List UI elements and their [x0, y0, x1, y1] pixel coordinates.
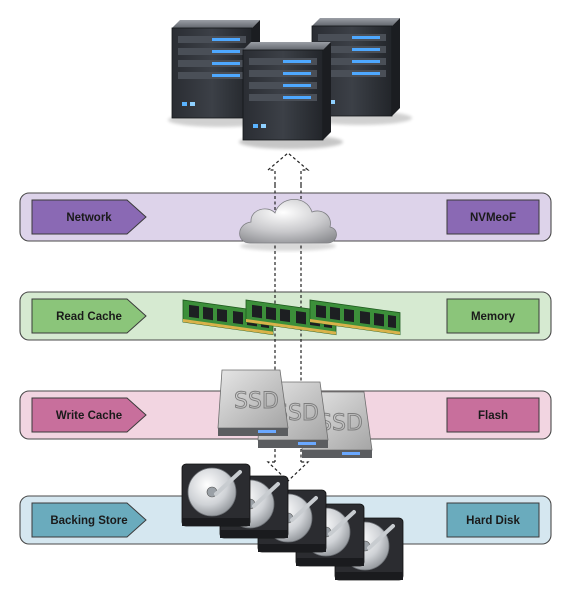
layer-left-label: Network — [66, 212, 112, 224]
layer-right-tag — [446, 397, 540, 433]
layer-right-label: Memory — [471, 311, 516, 323]
memory-module-group — [182, 299, 401, 336]
layer-left-tag — [31, 199, 147, 235]
memory-module-icon — [309, 299, 401, 336]
layer-left-label: Backing Store — [50, 515, 127, 527]
hard-disk-icon — [181, 463, 251, 527]
ssd-icon: SSD — [217, 369, 289, 436]
layer-right-tag — [446, 298, 540, 334]
layer-left-tag — [31, 298, 147, 334]
layer-right-label: Hard Disk — [466, 515, 520, 527]
layer-left-label: Read Cache — [56, 311, 122, 323]
layer-left-tag — [31, 502, 147, 538]
server-icon-group — [168, 18, 412, 149]
hard-disk-group — [181, 463, 404, 581]
layer-right-tag — [446, 199, 540, 235]
layer-right-tag — [446, 502, 540, 538]
layer-left-tag — [31, 397, 147, 433]
server-icon — [239, 42, 343, 149]
cloud-icon — [239, 198, 337, 251]
layer-left-label: Write Cache — [56, 410, 122, 422]
layer-right-label: Flash — [478, 410, 508, 422]
layer-right-label: NVMeoF — [470, 212, 516, 224]
ssd-label: SSD — [234, 389, 279, 414]
ssd-group: SSD SSD SSD — [217, 369, 373, 458]
